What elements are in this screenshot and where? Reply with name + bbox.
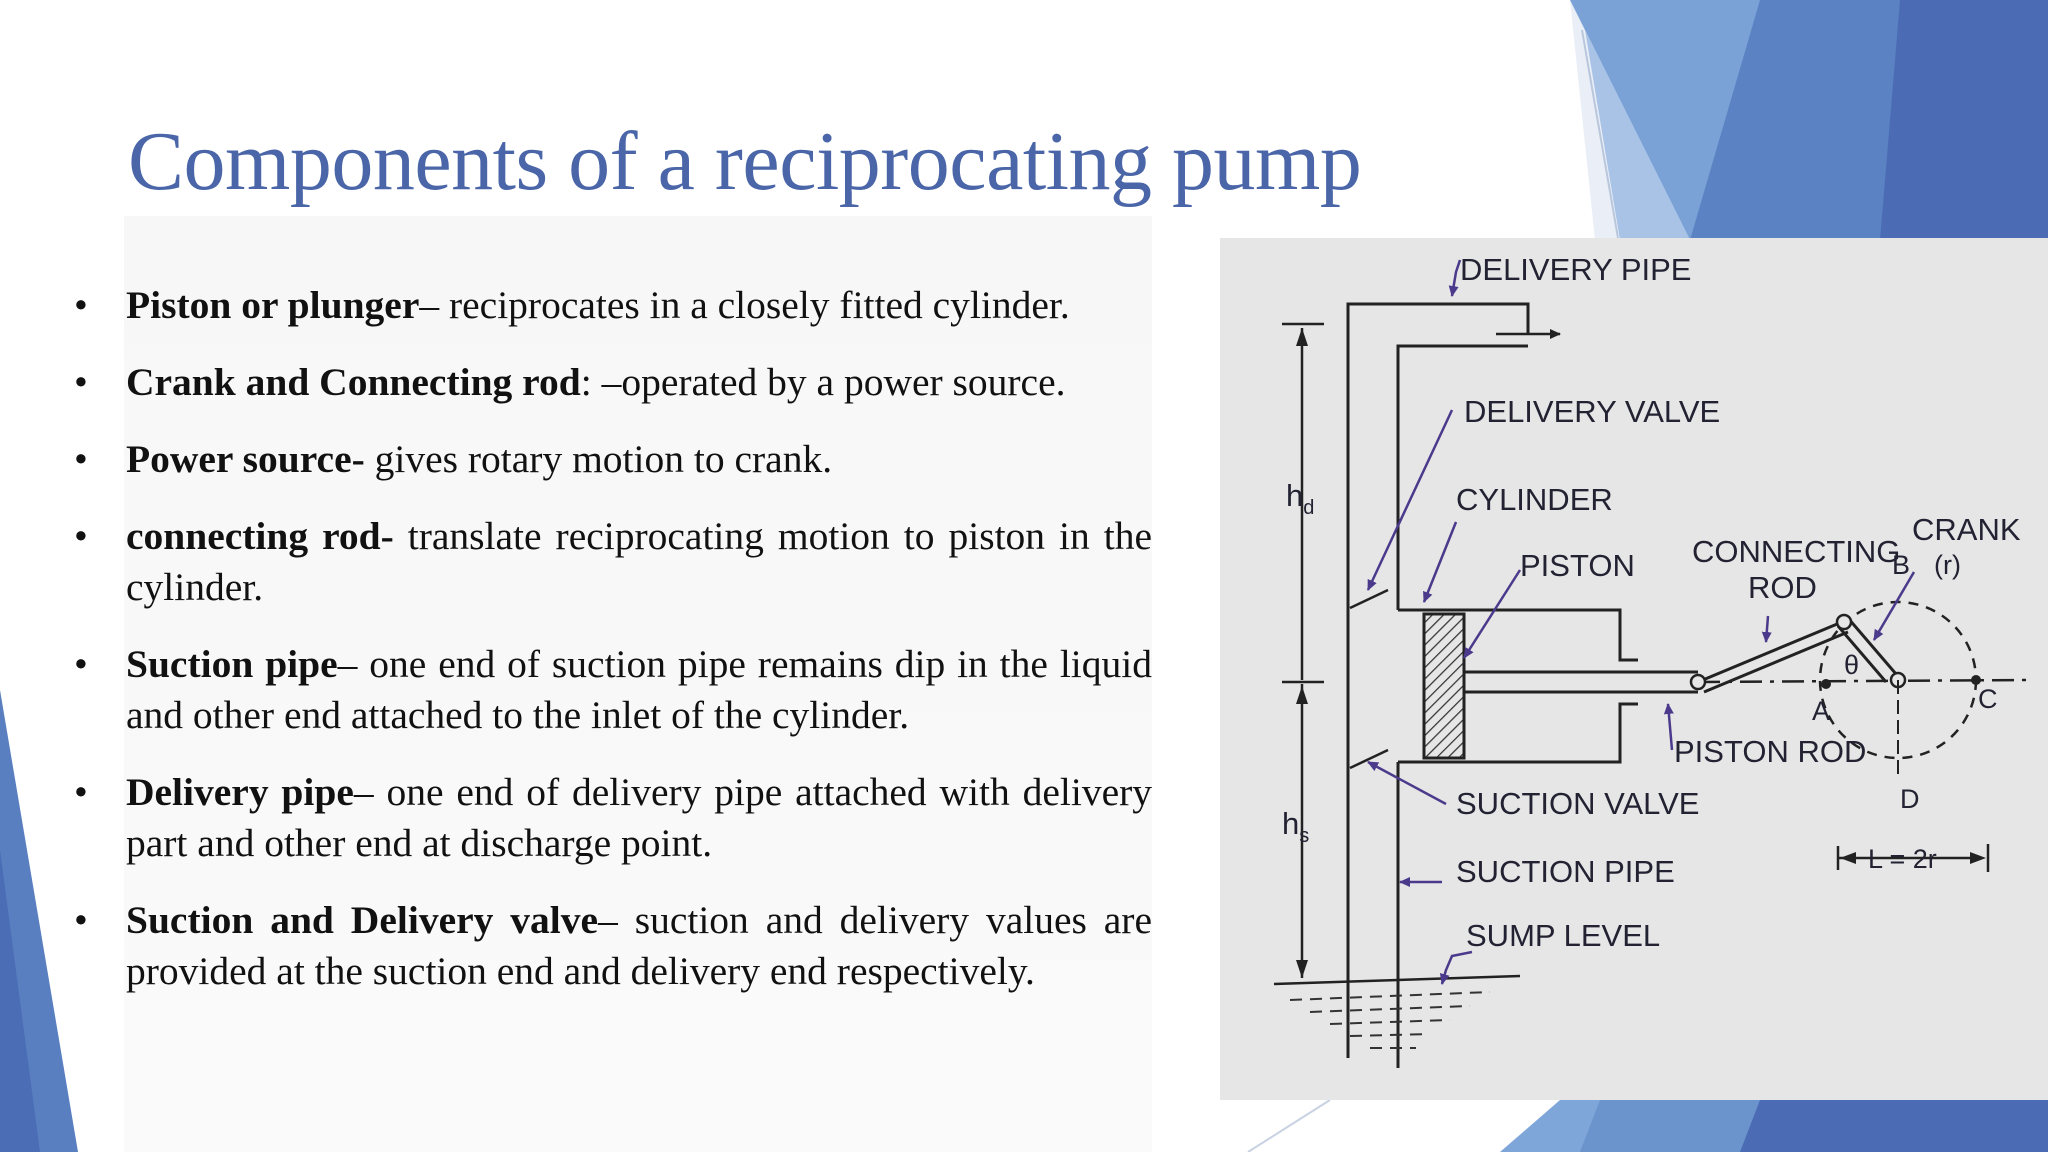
label-sump-level: SUMP LEVEL [1466,918,1660,953]
crank-pointer [1872,571,1916,641]
suction-valve-pointer [1367,760,1447,806]
bullet-glyph: • [74,360,88,404]
bullet-text: – one end of delivery pipe attached with… [126,770,1153,865]
label-hs: hs [1282,806,1309,847]
delivery-pipe-outer-wall [1346,302,1530,1058]
label-hd-main: h [1286,478,1303,513]
label-point-d: D [1900,784,1920,814]
bullet-glyph: • [74,514,88,558]
stroke-left-arrow [1840,852,1856,864]
bullet-list: • Piston or plunger– reciprocates in a cl… [74,280,1152,1023]
bullet-item-piston: • Piston or plunger– reciprocates in a cl… [74,280,1152,331]
label-suction-pipe: SUCTION PIPE [1456,854,1675,889]
label-piston: PISTON [1520,548,1635,583]
piston [1422,612,1466,760]
bullet-text: – reciprocates in a closely fitted cylin… [419,283,1070,327]
label-point-a: A [1812,696,1830,726]
point-c-dot [1971,675,1981,685]
bullet-item-power-source: • Power source- gives rotary motion to cr… [74,434,1152,485]
label-cylinder: CYLINDER [1456,482,1613,517]
bullet-item-connecting-rod: • connecting rod- translate reciprocating… [74,511,1152,613]
crank-arm [1836,617,1898,683]
slide-title: Components of a reciprocating pump [128,115,1362,208]
bullet-glyph: • [74,283,88,327]
bullet-item-delivery-pipe: • Delivery pipe– one end of delivery pipe… [74,767,1152,869]
bullet-glyph: • [74,642,88,686]
bullet-item-suction-pipe: • Suction pipe– one end of suction pipe r… [74,639,1152,741]
label-theta: θ [1844,650,1859,680]
bullet-term: Crank and Connecting rod [126,360,581,404]
center-line [1697,678,2029,684]
label-rod: ROD [1748,570,1817,605]
bullet-term: Suction and Delivery valve [126,898,599,942]
label-delivery-valve: DELIVERY VALVE [1464,394,1720,429]
joint-piston [1689,673,1707,691]
bottom-accent-thin-line [1247,1099,1331,1152]
cylinder-pointer [1422,521,1458,603]
bullet-glyph: • [74,437,88,481]
bullet-text: gives rotary motion to crank. [364,437,833,481]
label-delivery-pipe: DELIVERY PIPE [1460,252,1691,287]
suction-valve-flap [1349,748,1389,770]
bullet-item-crank: • Crank and Connecting rod: –operated by … [74,357,1152,408]
piston-rod-pointer [1663,703,1674,751]
delivery-pipe-inner-wall [1396,344,1528,610]
hd-top-arrow [1296,328,1308,346]
label-stroke-length: L = 2r [1868,844,1937,874]
right-accent-triangle-deep [1880,0,2048,300]
hs-bottom-arrow [1296,960,1308,978]
bottom-accent-band-dark [1690,1100,2048,1152]
pump-diagram: DELIVERY PIPE DELIVERY VALVE CYLINDER PI… [1220,238,2048,1100]
bullet-term: Power source- [126,437,365,481]
cylinder-top-wall [1398,608,1638,662]
hs-top-arrow [1296,686,1308,704]
label-suction-valve: SUCTION VALVE [1456,786,1699,821]
right-accent-triangle-pale [1585,30,1690,240]
label-hs-main: h [1282,806,1299,841]
sump-level-pointer [1439,950,1473,985]
label-hd-sub: d [1303,497,1314,519]
bullet-term: Piston or plunger [126,283,420,327]
connecting-rod [1697,620,1849,694]
right-accent-thin-line [1581,29,1619,239]
bullet-term: Suction pipe [126,642,338,686]
label-connecting: CONNECTING [1692,534,1900,569]
bullet-text: – one end of suction pipe remains dip in… [126,642,1152,737]
label-crank: CRANK [1912,512,2021,547]
label-point-b: B [1892,550,1910,580]
delivery-valve-pointer [1366,409,1454,591]
connecting-rod-pointer [1761,615,1772,643]
label-hs-sub: s [1299,825,1309,847]
delivery-valve-flap [1349,588,1389,610]
stroke-right-arrow [1970,852,1986,864]
bullet-item-valves: • Suction and Delivery valve– suction and… [74,895,1152,997]
cylinder-bottom-wall [1398,702,1638,764]
bottom-accent-band-mid [1580,1100,1760,1152]
delivery-pipe-pointer [1448,259,1462,297]
label-piston-rod: PISTON ROD [1674,734,1866,769]
content-panel [124,216,1152,1152]
left-accent-triangle-shade [0,850,40,1152]
bullet-text: translate reciprocating motion to piston… [126,514,1152,609]
piston-pointer [1462,569,1522,659]
bullet-text: : –operated by a power source. [580,360,1066,404]
bullet-text: – suction and delivery values are provid… [126,898,1152,993]
bullet-term: connecting rod- [126,514,394,558]
joint-crank-pin [1835,613,1853,631]
label-crank-radius: (r) [1934,550,1961,580]
sump-water-dashes [1289,991,1491,1049]
sump-level-line [1273,974,1521,986]
label-point-c: C [1978,684,1998,714]
bullet-glyph: • [74,898,88,942]
bullet-glyph: • [74,770,88,814]
bullet-term: Delivery pipe [126,770,354,814]
point-a-dot [1821,679,1831,689]
label-hd: hd [1286,478,1314,519]
